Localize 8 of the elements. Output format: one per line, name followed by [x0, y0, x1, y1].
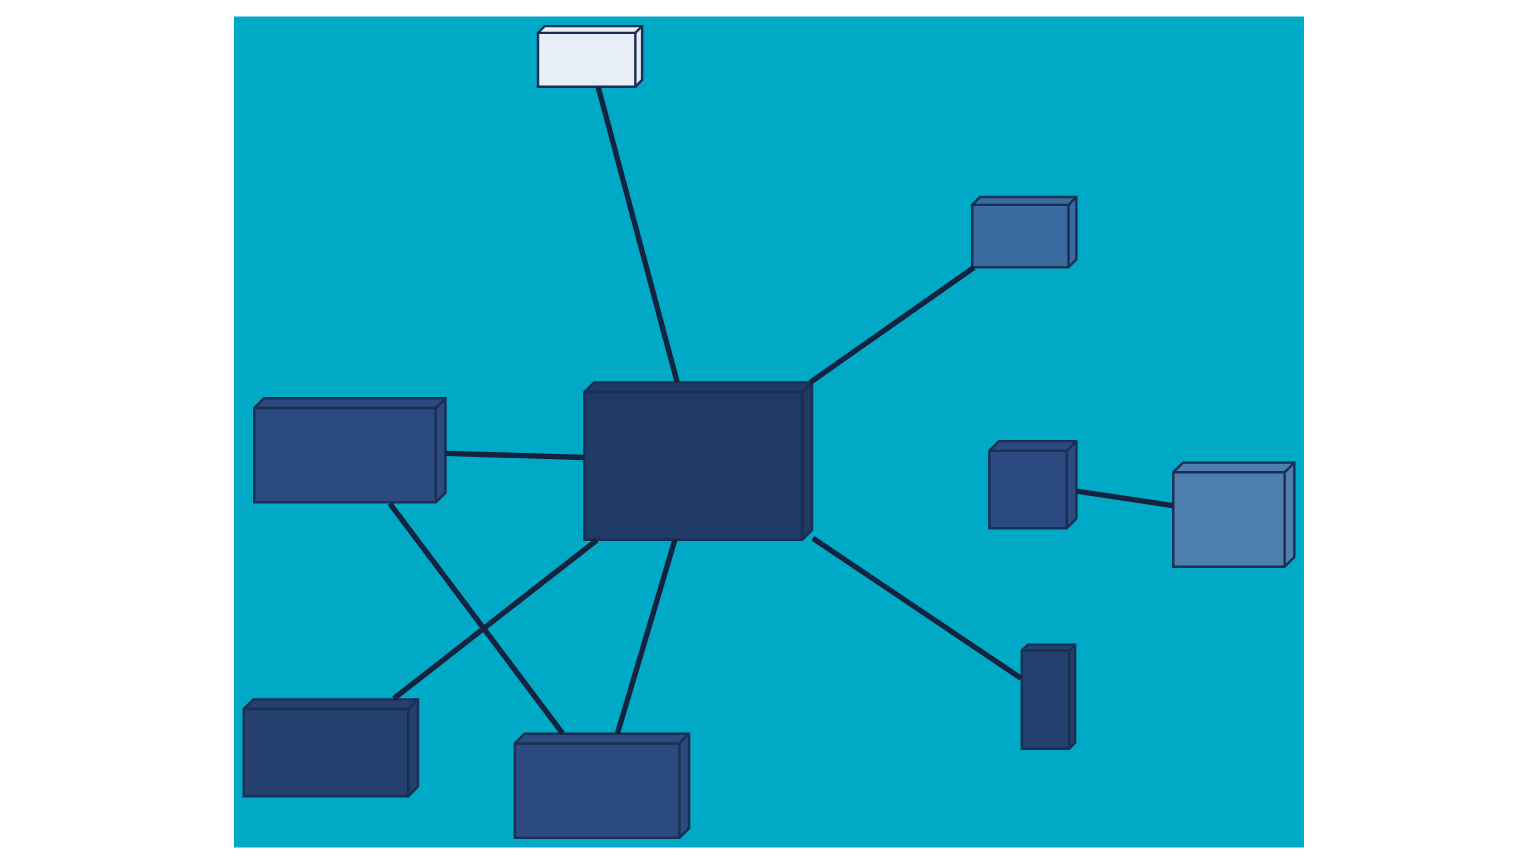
connector [807, 265, 975, 385]
connector [444, 450, 584, 461]
connector [594, 86, 679, 383]
connector [613, 539, 677, 735]
connector [810, 535, 1022, 681]
connector [386, 501, 564, 735]
connector [391, 538, 598, 701]
connector [1075, 488, 1173, 509]
